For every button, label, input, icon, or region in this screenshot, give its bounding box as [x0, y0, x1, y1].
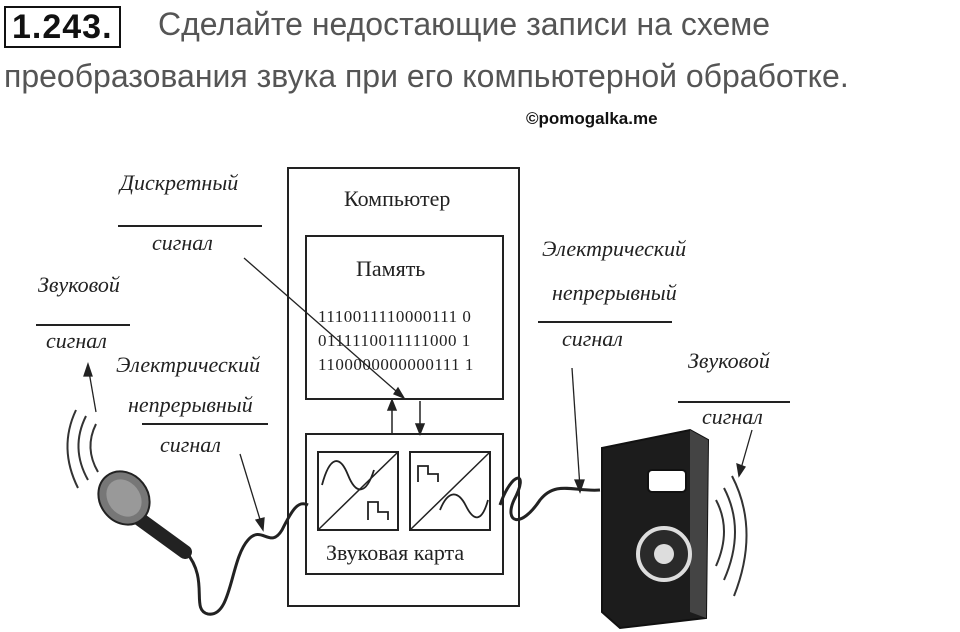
speaker-sound-wave-icon	[715, 475, 748, 597]
speaker-cable	[498, 476, 601, 522]
label-electric-left-2: непрерывный	[128, 392, 253, 417]
label-discrete-signal-bottom: сигнал	[152, 230, 213, 255]
computer-box	[287, 167, 520, 607]
binary-line-2: 0111110011111000 1	[318, 331, 471, 350]
label-sound-right-bottom: сигнал	[702, 404, 763, 429]
microphone-icon	[97, 470, 192, 559]
label-electric-right-3: сигнал	[562, 326, 623, 351]
speaker-icon	[601, 428, 710, 630]
pointer-arrows	[83, 257, 753, 532]
memory-label: Память	[356, 256, 425, 281]
label-sound-right-top: Звуковой	[688, 348, 770, 373]
binary-line-1: 1110011110000111 0	[318, 307, 471, 326]
data-transfer-arrows	[386, 397, 426, 437]
task-text-line-2: преобразования звука при его компьютерно…	[4, 58, 849, 94]
watermark: ©pomogalka.me	[526, 109, 658, 128]
task-number: 1.243.	[4, 6, 121, 48]
label-sound-left-top: Звуковой	[38, 272, 120, 297]
computer-label: Компьютер	[344, 186, 450, 211]
dac-block	[409, 451, 491, 531]
label-electric-left-3: сигнал	[160, 432, 221, 457]
label-sound-left-bottom: сигнал	[46, 328, 107, 353]
sound-conversion-diagram: Компьютер Память 1110011110000111 0 0111…	[36, 167, 790, 630]
sound-card-label: Звуковая карта	[326, 540, 464, 565]
label-electric-right-1: Электрический	[542, 236, 686, 261]
binary-line-3: 1100000000000111 1	[318, 355, 474, 374]
mic-cable	[184, 502, 309, 616]
sound-wave-icon	[66, 409, 99, 489]
task-header: 1.243. Сделайте недостающие записи на сх…	[0, 0, 960, 128]
adc-block	[317, 451, 399, 531]
label-discrete-signal-top: Дискретный	[118, 170, 238, 195]
label-electric-right-2: непрерывный	[552, 280, 677, 305]
task-text-line-1: Сделайте недостающие записи на схеме	[158, 6, 771, 42]
label-electric-left-1: Электрический	[116, 352, 260, 377]
memory-box	[305, 235, 504, 400]
